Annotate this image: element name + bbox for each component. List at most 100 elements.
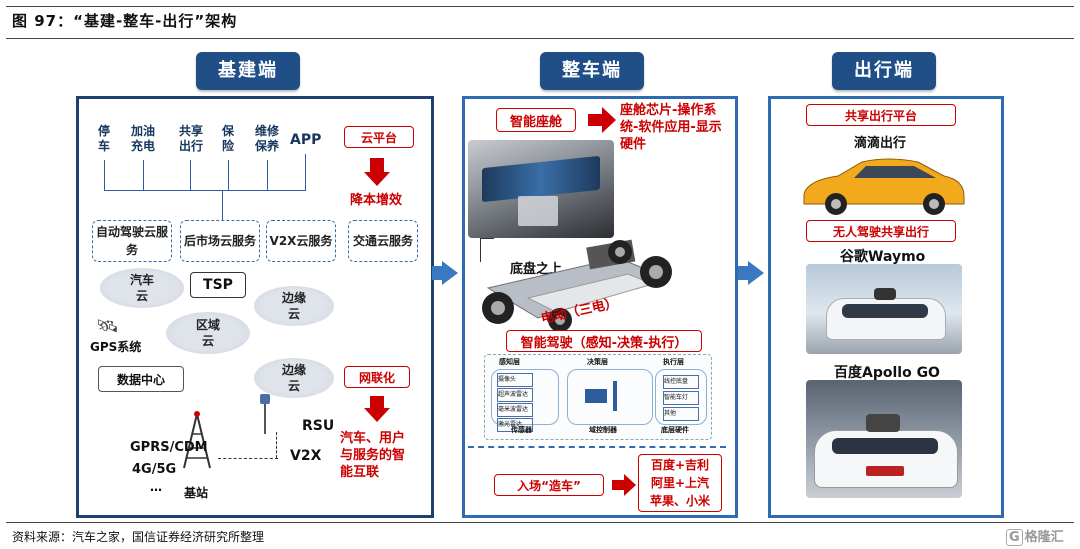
actuator-item: 线控底盘 <box>663 375 699 389</box>
layer-label: 感知层 <box>499 358 520 366</box>
bottom-label: 底层硬件 <box>661 426 689 434</box>
section-mobility-tab: 出行端 <box>832 52 936 90</box>
red-arrow-body <box>612 480 624 490</box>
adas-diagram: 感知层 决策层 执行层 摄像头 超声波雷达 毫米波雷达 激光雷达 线控底盘 智能… <box>484 354 712 440</box>
infra-item-app: APP <box>290 132 322 148</box>
base-station-label: 基站 <box>184 486 209 500</box>
chassis-pointer <box>480 238 481 262</box>
sensor-item: 毫米波雷达 <box>497 403 533 417</box>
infra-item-parking: 停车 <box>97 124 110 153</box>
red-arrow-right-icon <box>624 474 636 496</box>
base-station-tower-icon <box>183 411 211 469</box>
section-infra-tab: 基建端 <box>196 52 300 90</box>
chassis-label: 底盘之上 <box>510 262 563 277</box>
tree-line <box>222 190 223 220</box>
infra-item-fuel: 加油充电 <box>130 124 155 153</box>
tree-line <box>305 154 306 190</box>
didi-car-photo <box>803 158 965 215</box>
red-arrow-down-icon <box>364 408 390 422</box>
edge-cloud-2-label: 边缘云 <box>281 363 306 393</box>
edge-cloud-2: 边缘云 <box>254 358 334 398</box>
flow-arrow-right-icon <box>442 261 458 285</box>
bottom-label: 传感器 <box>511 426 532 434</box>
red-arrow-body <box>588 114 602 126</box>
bottom-label: 域控制器 <box>589 426 617 434</box>
chassis-pointer <box>480 238 494 239</box>
waymo-label: 谷歌Waymo <box>840 249 926 265</box>
connected-label: 网联化 <box>344 366 410 388</box>
watermark-icon: G <box>1006 529 1023 546</box>
cockpit-photo <box>468 140 614 238</box>
data-center-box: 数据中心 <box>98 366 184 392</box>
v2x-link-line <box>218 458 278 459</box>
flow-arrow-body <box>432 266 442 280</box>
car-cloud: 汽车云 <box>100 268 184 308</box>
tree-line <box>104 190 306 191</box>
tree-line <box>143 160 144 190</box>
footer-rule <box>6 522 1074 523</box>
flow-arrow-right-icon <box>748 261 764 285</box>
robotaxi-label: 无人驾驶共享出行 <box>806 220 956 242</box>
connected-desc: 汽车、用户与服务的智能互联 <box>340 431 406 480</box>
entrants-label: 入场“造车” <box>494 474 604 496</box>
tree-line <box>267 160 268 190</box>
apollo-label: 百度Apollo GO <box>834 365 940 381</box>
region-cloud-label: 区域云 <box>195 318 220 348</box>
edge-cloud-1-label: 边缘云 <box>281 291 306 321</box>
actuator-item: 智能车灯 <box>663 391 699 405</box>
vehicle-divider <box>468 446 726 448</box>
chassis-photo <box>482 239 672 332</box>
adas-label: 智能驾驶（感知-决策-执行） <box>506 330 702 352</box>
rsu-label: RSU <box>302 418 335 434</box>
cloud-platform-label: 云平台 <box>344 126 414 148</box>
watermark-text: 格隆汇 <box>1024 530 1064 545</box>
cockpit-desc: 座舱芯片-操作系统-软件应用-显示硬件 <box>620 103 722 152</box>
source-note: 资料来源：汽车之家，国信证券经济研究所整理 <box>12 530 265 544</box>
tree-line <box>228 160 229 190</box>
satellite-icon: 🛰 <box>96 316 119 337</box>
car-cloud-label: 汽车云 <box>129 273 154 303</box>
network-label: GPRS/CDM <box>130 440 208 455</box>
figure-title: 图 97：“基建-整车-出行”架构 <box>12 12 238 30</box>
rsu-device-icon <box>258 394 272 434</box>
network-4g-label: 4G/5G <box>132 462 177 477</box>
layer-label: 决策层 <box>587 358 608 366</box>
top-rule <box>6 6 1074 7</box>
didi-label: 滴滴出行 <box>854 136 907 151</box>
actuator-item: 其他 <box>663 407 699 421</box>
infra-item-repair: 维修保养 <box>254 124 279 153</box>
red-arrow-right-icon <box>602 107 616 133</box>
red-arrow-body <box>370 396 384 408</box>
section-vehicle-tab: 整车端 <box>540 52 644 90</box>
tree-line <box>104 160 105 190</box>
v2x-label: V2X <box>290 448 322 464</box>
title-rule <box>6 38 1074 39</box>
service-autodrive-cloud: 自动驾驶云服务 <box>92 220 172 262</box>
red-arrow-body <box>370 158 384 172</box>
network-more-label: … <box>150 480 162 494</box>
entrants-desc: 百度+吉利阿里+上汽苹果、小米 <box>638 454 722 512</box>
cockpit-label: 智能座舱 <box>496 108 576 132</box>
tree-line <box>190 160 191 190</box>
region-cloud: 区域云 <box>166 312 250 354</box>
flow-arrow-body <box>738 266 748 280</box>
apollo-car-photo <box>806 380 962 498</box>
gps-label: GPS系统 <box>90 340 142 354</box>
edge-cloud-1: 边缘云 <box>254 286 334 326</box>
red-arrow-down-icon <box>364 172 390 186</box>
infra-item-share: 共享出行 <box>178 124 203 153</box>
layer-label: 执行层 <box>663 358 684 366</box>
cost-down-label: 降本增效 <box>350 193 403 208</box>
sensor-item: 超声波雷达 <box>497 388 533 402</box>
tsp-box: TSP <box>190 272 246 298</box>
sensor-item: 激光雷达 <box>497 418 533 432</box>
service-traffic-cloud: 交通云服务 <box>348 220 418 262</box>
service-aftermarket-cloud: 后市场云服务 <box>180 220 260 262</box>
sensor-item: 摄像头 <box>497 373 533 387</box>
shared-label: 共享出行平台 <box>806 104 956 126</box>
infra-item-insurance: 保险 <box>221 124 234 153</box>
v2x-link-line <box>276 432 277 458</box>
service-v2x-cloud: V2X云服务 <box>266 220 336 262</box>
waymo-car-photo <box>806 264 962 354</box>
